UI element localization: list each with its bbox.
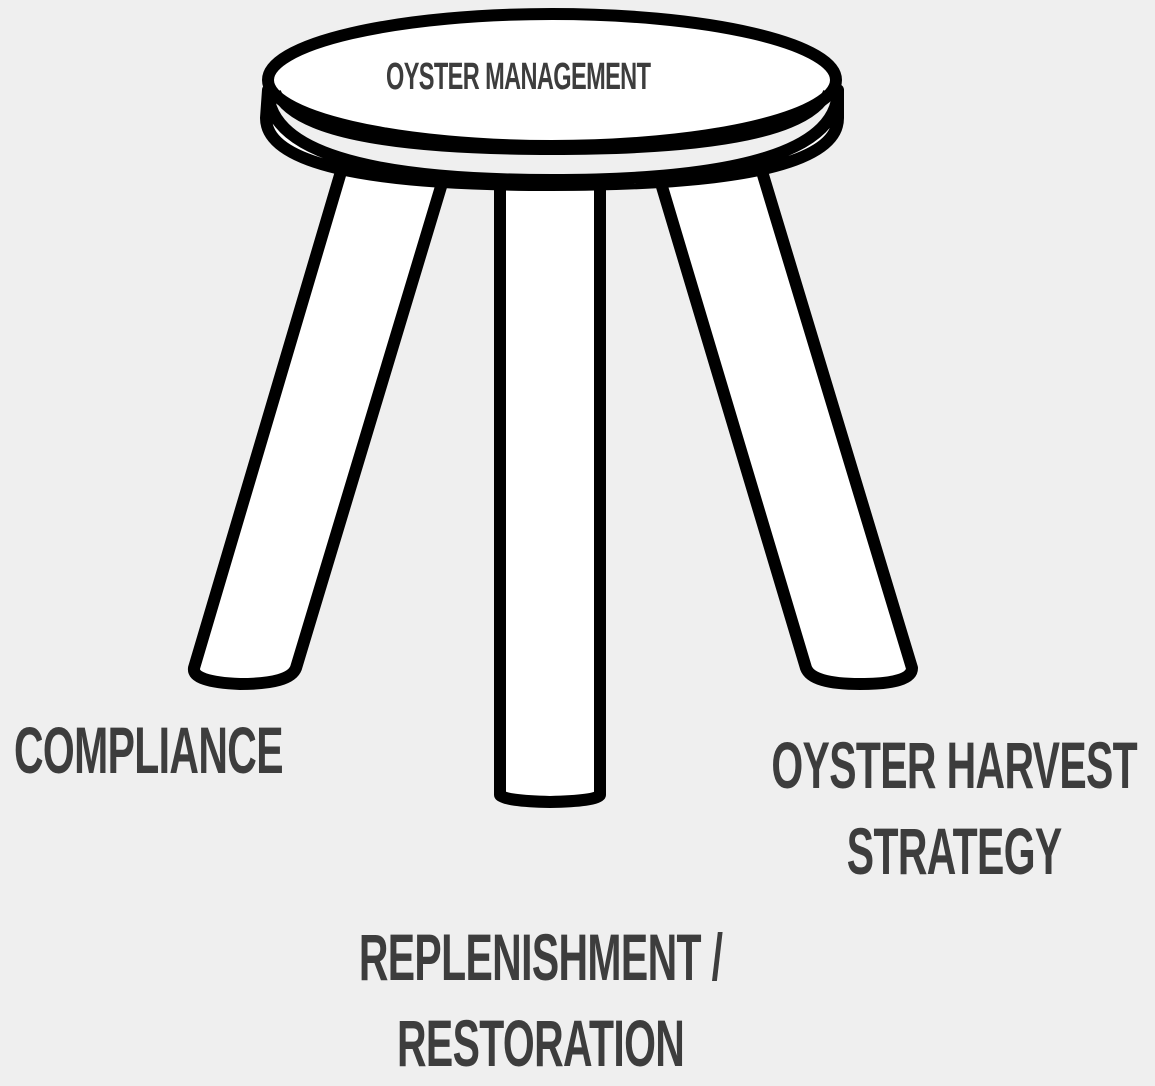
leg-label-replenishment: REPLENISHMENT / RESTORATION bbox=[358, 920, 723, 1080]
seat-label: OYSTER MANAGEMENT bbox=[386, 56, 651, 98]
stool-seat-rim bbox=[260, 84, 844, 191]
stool-leg-center bbox=[494, 178, 606, 808]
stool-leg-left bbox=[188, 159, 449, 690]
leg-label-compliance: COMPLIANCE bbox=[14, 713, 283, 787]
stool-leg-right bbox=[654, 159, 918, 690]
stool-seat-edge bbox=[271, 89, 833, 156]
leg-label-harvest-strategy: OYSTER HARVEST STRATEGY bbox=[771, 728, 1138, 888]
